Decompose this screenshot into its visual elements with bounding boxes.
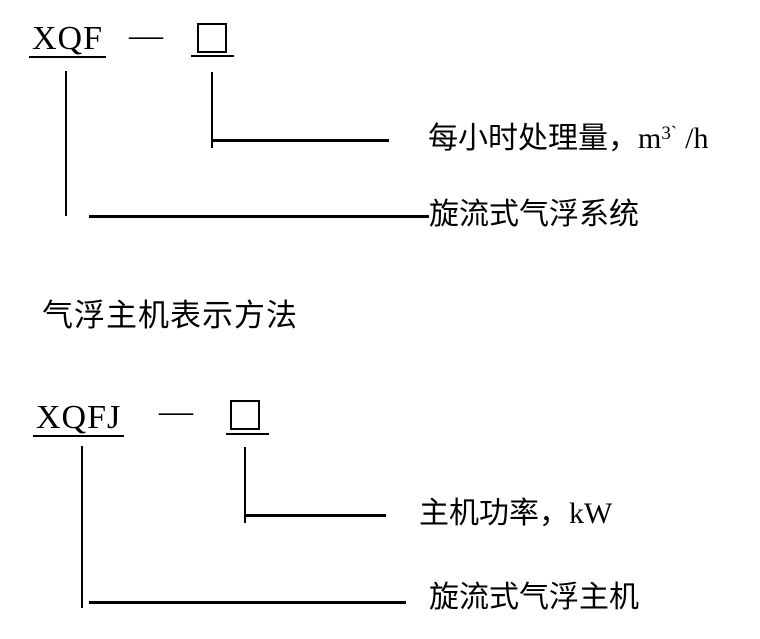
power-leader-vertical	[244, 447, 246, 523]
capacity-leader-horizontal	[211, 139, 389, 142]
system-placeholder-underline	[191, 55, 234, 57]
system-name-label: 旋流式气浮系统	[429, 198, 639, 231]
power-label: 主机功率，kW	[419, 497, 613, 530]
capacity-leader-vertical	[211, 72, 213, 148]
host-code-leader-vertical	[81, 446, 83, 608]
host-leader-horizontal	[89, 601, 406, 604]
system-model-code: XQF	[29, 22, 107, 58]
system-code-separator-dash: —	[129, 17, 163, 54]
host-section-heading: 气浮主机表示方法	[42, 298, 298, 333]
host-power-placeholder-box	[230, 400, 260, 430]
host-code-separator-dash: —	[159, 393, 193, 430]
host-placeholder-underline	[226, 433, 269, 435]
power-leader-horizontal	[244, 514, 386, 517]
system-leader-horizontal	[89, 215, 429, 218]
capacity-unit-superscript: 3`	[661, 123, 678, 145]
host-model-code: XQFJ	[33, 401, 125, 437]
capacity-unit-base: m	[638, 122, 662, 155]
capacity-label-text: 每小时处理量，	[428, 122, 638, 155]
capacity-unit-rest: /h	[685, 122, 709, 155]
capacity-label: 每小时处理量，m3` /h	[428, 122, 709, 156]
system-capacity-placeholder-box	[197, 23, 227, 53]
host-name-label: 旋流式气浮主机	[429, 581, 639, 614]
system-code-leader-vertical	[65, 71, 67, 216]
